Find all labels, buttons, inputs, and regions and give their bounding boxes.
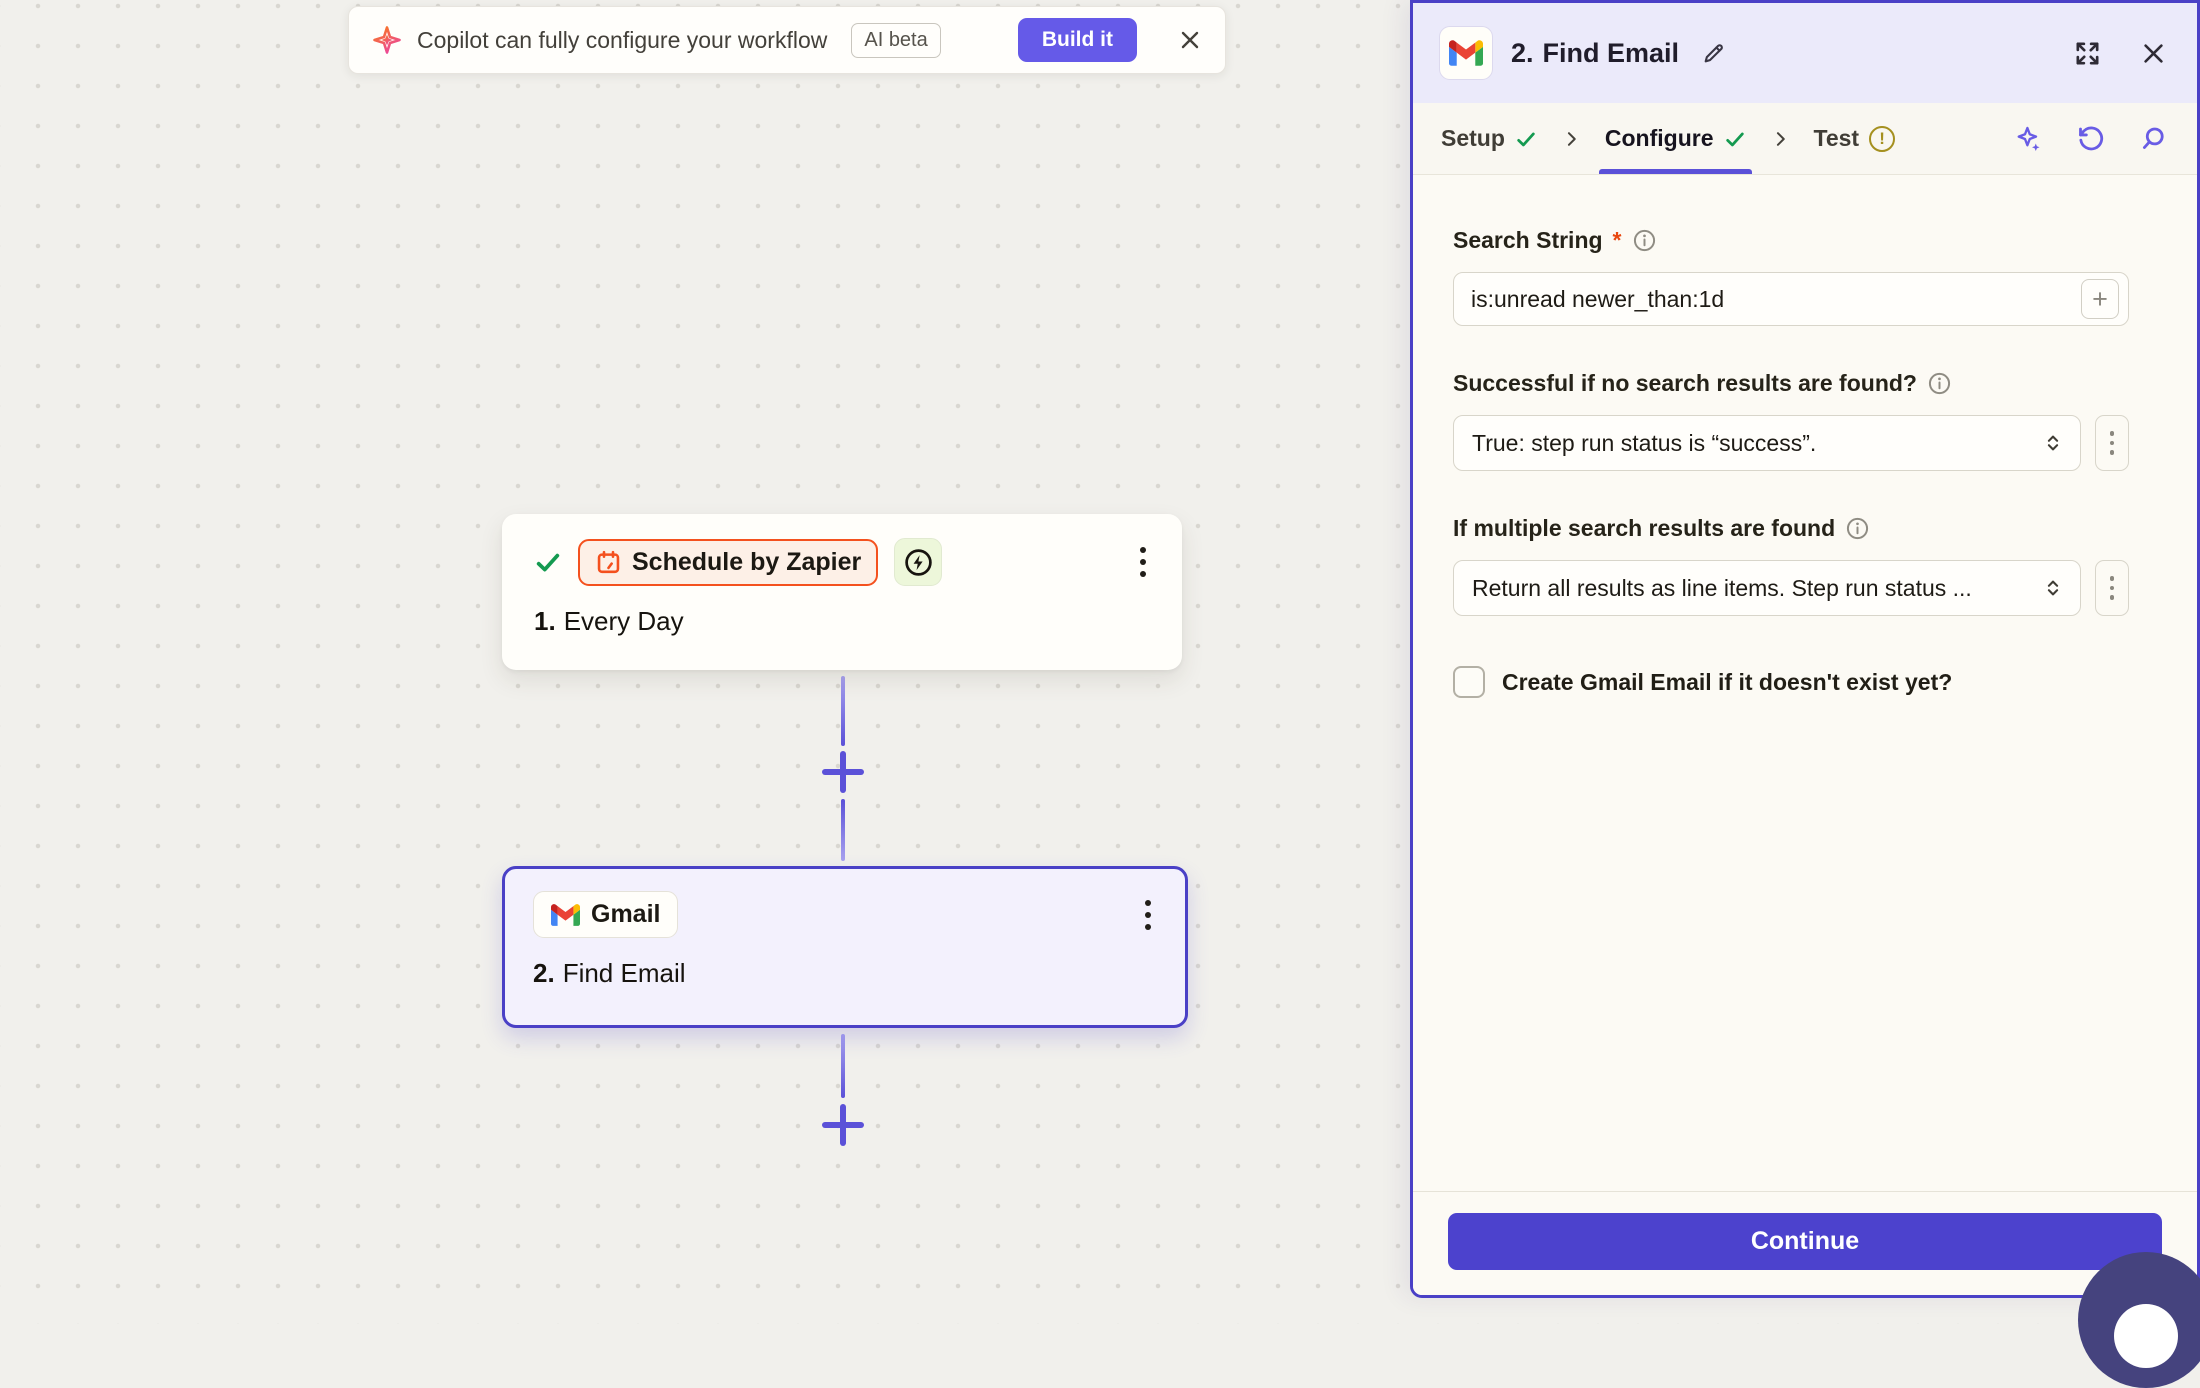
ai-beta-badge: AI beta xyxy=(851,22,941,58)
tab-configure[interactable]: Configure xyxy=(1598,103,1752,174)
banner-message: Copilot can fully configure your workflo… xyxy=(417,26,828,53)
schedule-app-pill[interactable]: Schedule by Zapier xyxy=(578,538,879,586)
info-icon[interactable] xyxy=(1845,516,1870,541)
updown-chevron-icon xyxy=(2047,580,2059,596)
panel-footer: Continue xyxy=(1413,1191,2197,1295)
copilot-banner: Copilot can fully configure your workflo… xyxy=(348,6,1226,74)
create-email-checkbox[interactable] xyxy=(1453,666,1485,698)
no-results-label: Successful if no search results are foun… xyxy=(1453,370,2157,397)
search-string-label: Search String * xyxy=(1453,227,2157,254)
step1-title: 1.Every Day xyxy=(534,606,684,636)
chat-bubble-inner-circle xyxy=(2114,1304,2178,1368)
warning-icon: ! xyxy=(1869,125,1896,152)
ai-sparkle-icon[interactable] xyxy=(2015,125,2043,153)
chevron-right-icon xyxy=(1567,131,1576,146)
add-step-button[interactable] xyxy=(822,1104,864,1146)
continue-button[interactable]: Continue xyxy=(1448,1213,2162,1270)
rename-pencil-icon[interactable] xyxy=(1701,41,1726,66)
connector-line xyxy=(841,1034,845,1098)
step2-title: 2.Find Email xyxy=(533,958,686,988)
step-card-schedule[interactable]: Schedule by Zapier 1.Every Day xyxy=(502,514,1182,670)
panel-header: 2.Find Email xyxy=(1413,3,2197,103)
banner-close-icon[interactable] xyxy=(1177,27,1203,53)
multiple-results-options-kebab[interactable] xyxy=(2095,560,2129,616)
copilot-sparkle-icon xyxy=(371,24,403,56)
step-complete-check-icon xyxy=(534,548,562,576)
step1-menu-kebab-icon[interactable] xyxy=(1134,541,1152,583)
gmail-app-pill[interactable]: Gmail xyxy=(533,891,679,938)
connector-line xyxy=(841,676,845,746)
multiple-results-select[interactable]: Return all results as line items. Step r… xyxy=(1453,560,2081,616)
no-results-select[interactable]: True: step run status is “success”. xyxy=(1453,415,2081,471)
insert-data-plus-button[interactable]: + xyxy=(2081,279,2119,319)
schedule-calendar-icon xyxy=(595,549,622,576)
add-step-button[interactable] xyxy=(822,751,864,793)
connector-line xyxy=(841,799,845,861)
check-icon xyxy=(1725,132,1744,146)
updown-chevron-icon xyxy=(2047,435,2059,451)
tab-setup[interactable]: Setup xyxy=(1441,103,1537,174)
panel-title: 2.Find Email xyxy=(1511,37,1680,68)
configure-form: Search String * + Successful if no searc… xyxy=(1413,175,2197,1191)
schedule-app-name: Schedule by Zapier xyxy=(632,547,862,576)
step-card-gmail[interactable]: Gmail 2.Find Email xyxy=(502,866,1188,1028)
no-results-options-kebab[interactable] xyxy=(2095,415,2129,471)
gmail-app-name: Gmail xyxy=(591,900,661,928)
check-icon xyxy=(1517,132,1535,146)
refresh-undo-icon[interactable] xyxy=(2077,125,2105,153)
gmail-icon xyxy=(1439,26,1493,80)
search-string-field: + xyxy=(1453,272,2129,326)
info-icon[interactable] xyxy=(1632,228,1657,253)
multiple-results-label: If multiple search results are found xyxy=(1453,515,2157,542)
step-config-panel: 2.Find Email Setup xyxy=(1410,0,2200,1298)
tab-test[interactable]: Test ! xyxy=(1814,103,1896,174)
build-it-button[interactable]: Build it xyxy=(1017,18,1137,62)
info-icon[interactable] xyxy=(1927,371,1952,396)
trigger-bolt-icon[interactable] xyxy=(894,538,943,586)
step2-menu-kebab-icon[interactable] xyxy=(1139,894,1157,936)
close-panel-icon[interactable] xyxy=(2140,40,2167,67)
panel-tabbar: Setup Configure Test ! xyxy=(1413,103,2197,175)
create-email-checkbox-label: Create Gmail Email if it doesn't exist y… xyxy=(1502,668,1953,695)
chevron-right-icon xyxy=(1776,131,1785,146)
gmail-icon xyxy=(551,903,580,926)
search-string-input[interactable] xyxy=(1471,285,2068,313)
expand-panel-icon[interactable] xyxy=(2073,39,2102,68)
search-icon[interactable] xyxy=(2139,125,2167,153)
help-chat-bubble[interactable] xyxy=(2078,1252,2200,1388)
